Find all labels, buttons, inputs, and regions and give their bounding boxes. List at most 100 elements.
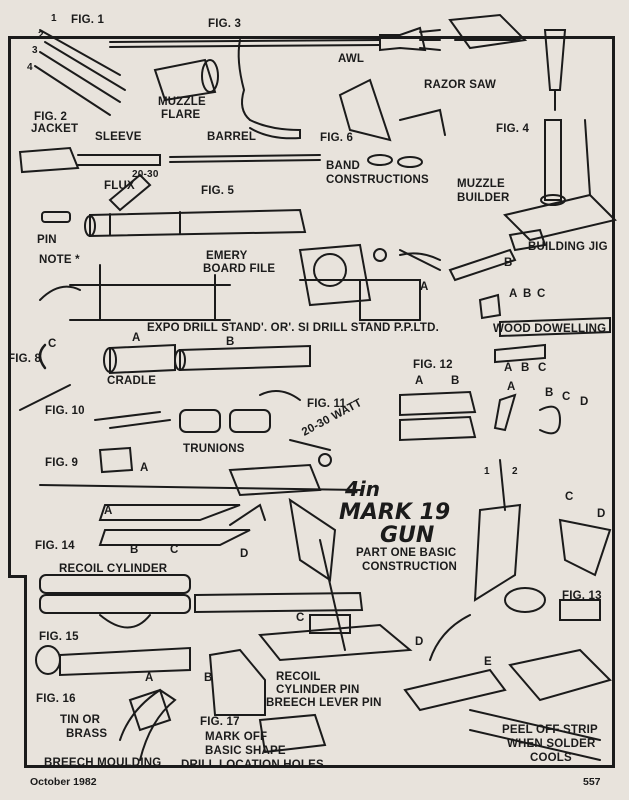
letter-a-fig14: A — [104, 505, 113, 517]
tin-or-brass-label-2: BRASS — [66, 728, 108, 740]
right-frame-border — [612, 36, 615, 765]
fig-4-label: FIG. 4 — [496, 123, 530, 135]
part-one-label-1: PART ONE BASIC — [356, 547, 457, 559]
trunions-label: TRUNIONS — [183, 443, 245, 455]
tin-or-brass-label-1: TIN OR — [60, 714, 101, 726]
bottom-left-frame-border — [8, 575, 26, 578]
muzzle-builder-label-1: MUZZLE — [457, 178, 505, 190]
mark-off-label-1: MARK OFF — [205, 731, 268, 743]
muzzle-flare-label-1: MUZZLE — [158, 96, 206, 108]
letter-c-fig12-right: C — [562, 391, 571, 403]
recoil-cylinder-pin-label-2: CYLINDER PIN — [276, 684, 360, 696]
letter-b-dowel-2: B — [521, 362, 530, 374]
letter-b-fig12: B — [451, 375, 460, 387]
awl-label: AWL — [338, 53, 365, 65]
letter-c-dowel-2: C — [538, 362, 547, 374]
letter-d-solder: D — [415, 636, 424, 648]
letter-a-fig15: A — [145, 672, 154, 684]
fig-13-label: FIG. 13 — [562, 590, 602, 602]
rod-number-1: 1 — [51, 13, 57, 24]
number-1-fig12: 1 — [484, 466, 490, 477]
letter-e-plate: E — [484, 656, 492, 668]
letter-b-fig15: B — [204, 672, 213, 684]
jacket-label: JACKET — [31, 123, 79, 135]
fig-15-label: FIG. 15 — [39, 631, 79, 643]
letter-b-jig: B — [504, 257, 513, 269]
letter-b-dowel: B — [523, 288, 532, 300]
band-constructions-label-1: BAND — [326, 160, 361, 172]
fig-16-label: FIG. 16 — [36, 693, 76, 705]
fig-8-label: FIG. 8 — [8, 353, 42, 365]
letter-d-breech: D — [597, 508, 606, 520]
band-constructions-label-2: CONSTRUCTIONS — [326, 174, 429, 186]
rod-number-4: 4 — [27, 62, 33, 73]
letter-c-dowel: C — [537, 288, 546, 300]
breech-moulding-label: BREECH MOULDING — [44, 757, 162, 769]
rod-number-2: 2 — [38, 30, 44, 41]
fig-12-label: FIG. 12 — [413, 359, 453, 371]
peel-off-label-3: COOLS — [530, 752, 572, 764]
part-one-label-2: CONSTRUCTION — [362, 561, 458, 573]
peel-off-label-1: PEEL OFF STRIP — [502, 724, 598, 736]
mark-off-label-3: DRILL LOCATION HOLES — [181, 759, 324, 771]
footer-date: October 1982 — [30, 776, 97, 788]
fig-9-label: FIG. 9 — [45, 457, 79, 469]
fig-14-label: FIG. 14 — [35, 540, 75, 552]
emery-board-file-label-2: BOARD FILE — [203, 263, 276, 275]
fig-3-label: FIG. 3 — [208, 18, 242, 30]
letter-c-fig14: C — [170, 544, 179, 556]
expo-drill-stand-label: EXPO DRILL STAND'. OR'. SI DRILL STAND P… — [147, 322, 439, 334]
bottom-rule — [24, 765, 615, 768]
letter-a-fig9: A — [140, 462, 149, 474]
number-2-fig12: 2 — [512, 466, 518, 477]
letter-d-fig14: D — [240, 548, 249, 560]
headline-mark-19: MARK 19 — [339, 500, 451, 525]
fig-2-label: FIG. 2 — [34, 111, 68, 123]
pin-label: PIN — [37, 234, 57, 246]
razor-saw-label: RAZOR SAW — [424, 79, 497, 91]
left-frame-border — [8, 36, 11, 576]
watt-2030-label: 20-30 — [132, 169, 159, 180]
letter-a-dowel-2: A — [504, 362, 513, 374]
letter-b-fig14: B — [130, 544, 139, 556]
note-label: NOTE * — [39, 254, 80, 266]
fig-5-label: FIG. 5 — [201, 185, 235, 197]
headline-gun: GUN — [380, 523, 435, 548]
cradle-label: CRADLE — [107, 375, 157, 387]
rod-number-3: 3 — [32, 45, 38, 56]
letter-c-tray: C — [296, 612, 305, 624]
muzzle-flare-label-2: FLARE — [161, 109, 201, 121]
letter-a-fig12-right: A — [507, 381, 516, 393]
bottom-frame-border — [24, 575, 27, 765]
fig-10-label: FIG. 10 — [45, 405, 85, 417]
muzzle-builder-label-2: BUILDER — [457, 192, 510, 204]
building-jig-label: BUILDING JIG — [528, 241, 608, 253]
emery-board-file-label-1: EMERY — [206, 250, 248, 262]
fig-6-label: FIG. 6 — [320, 132, 354, 144]
letter-c-breech: C — [565, 491, 574, 503]
sleeve-label: SLEEVE — [95, 131, 142, 143]
fig-11-label: FIG. 11 — [307, 398, 347, 410]
flux-label: FLUX — [104, 180, 135, 192]
letter-b-fig12-right: B — [545, 387, 554, 399]
wood-dowelling-label: WOOD DOWELLING — [493, 323, 607, 335]
breech-lever-pin-label: BREECH LEVER PIN — [266, 697, 382, 709]
fig-1-label: FIG. 1 — [71, 14, 105, 26]
letter-a-fig8: A — [132, 332, 141, 344]
letter-b-fig8: B — [226, 336, 235, 348]
barrel-label: BARREL — [207, 131, 257, 143]
letter-a-dowel: A — [509, 288, 518, 300]
headline-size: 4in — [345, 477, 381, 501]
letter-a-fig12: A — [415, 375, 424, 387]
letter-c-fig8: C — [48, 338, 57, 350]
footer-page-number: 557 — [583, 776, 601, 788]
mark-off-label-2: BASIC SHAPE — [205, 745, 286, 757]
recoil-cylinder-label: RECOIL CYLINDER — [59, 563, 168, 575]
peel-off-label-2: WHEN SOLDER — [507, 738, 596, 750]
recoil-cylinder-pin-label-1: RECOIL — [276, 671, 321, 683]
fig-17-label: FIG. 17 — [200, 716, 240, 728]
top-frame-border — [8, 36, 615, 39]
letter-d-fig12-right: D — [580, 396, 589, 408]
letter-a-fig3: A — [420, 281, 429, 293]
